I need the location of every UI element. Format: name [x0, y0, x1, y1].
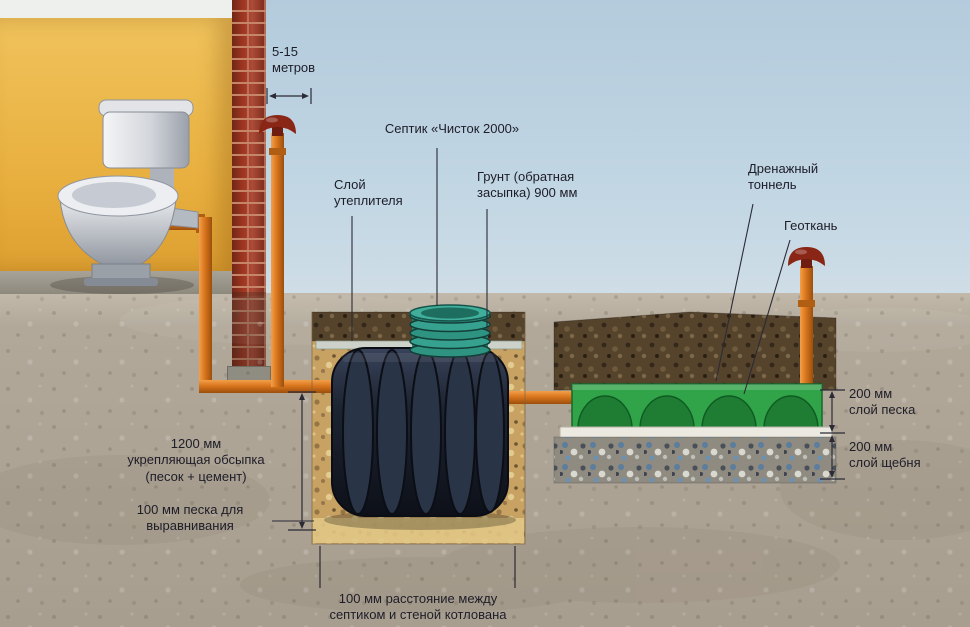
leveling-sand-label: 100 мм песка для выравнивания	[136, 502, 244, 534]
pipe-coupling	[269, 148, 286, 155]
pit-outline	[311, 312, 526, 545]
dimension-marks	[266, 88, 845, 588]
house-vent-cap	[259, 115, 296, 136]
inlet-pipes	[150, 133, 584, 404]
drainage-tunnel-label: Дренажный тоннель	[748, 161, 819, 193]
insulation-layer-label: Слой утеплителя	[334, 177, 403, 209]
leader-lines	[272, 148, 791, 522]
drainage-tunnel	[571, 383, 823, 430]
septic-outlet-pipe	[498, 391, 584, 404]
toilet	[50, 99, 199, 294]
septic-riser-lid	[409, 304, 491, 358]
pipe-coupling	[798, 300, 815, 307]
septic-tank	[324, 347, 516, 530]
geotextile-label: Геоткань	[784, 218, 838, 233]
leveling-sand-layer	[313, 518, 524, 543]
pit-wall-gap-label: 100 мм расстояние между септиком и стено…	[329, 591, 507, 623]
backfill-label: Грунт (обратная засыпка) 900 мм	[477, 169, 578, 201]
distance-label: 5-15 метров	[272, 44, 316, 76]
gravel-layer-label: 200 мм слой щебня	[849, 439, 921, 471]
roof-edge	[0, 0, 232, 18]
gravel-layer	[553, 436, 837, 484]
sand-layer-label: 200 мм слой песка	[849, 386, 916, 418]
house-vent-pipe	[271, 133, 284, 387]
septic-name-label: Септик «Чисток 2000»	[384, 121, 520, 136]
drainage-topsoil	[553, 311, 837, 391]
field-vent-pipe	[800, 266, 813, 394]
reinforcing-fill-label: 1200 мм укрепляющая обсыпка (песок + цем…	[127, 436, 265, 484]
drop-pipe	[199, 217, 212, 387]
field-vent-cap	[788, 247, 825, 268]
